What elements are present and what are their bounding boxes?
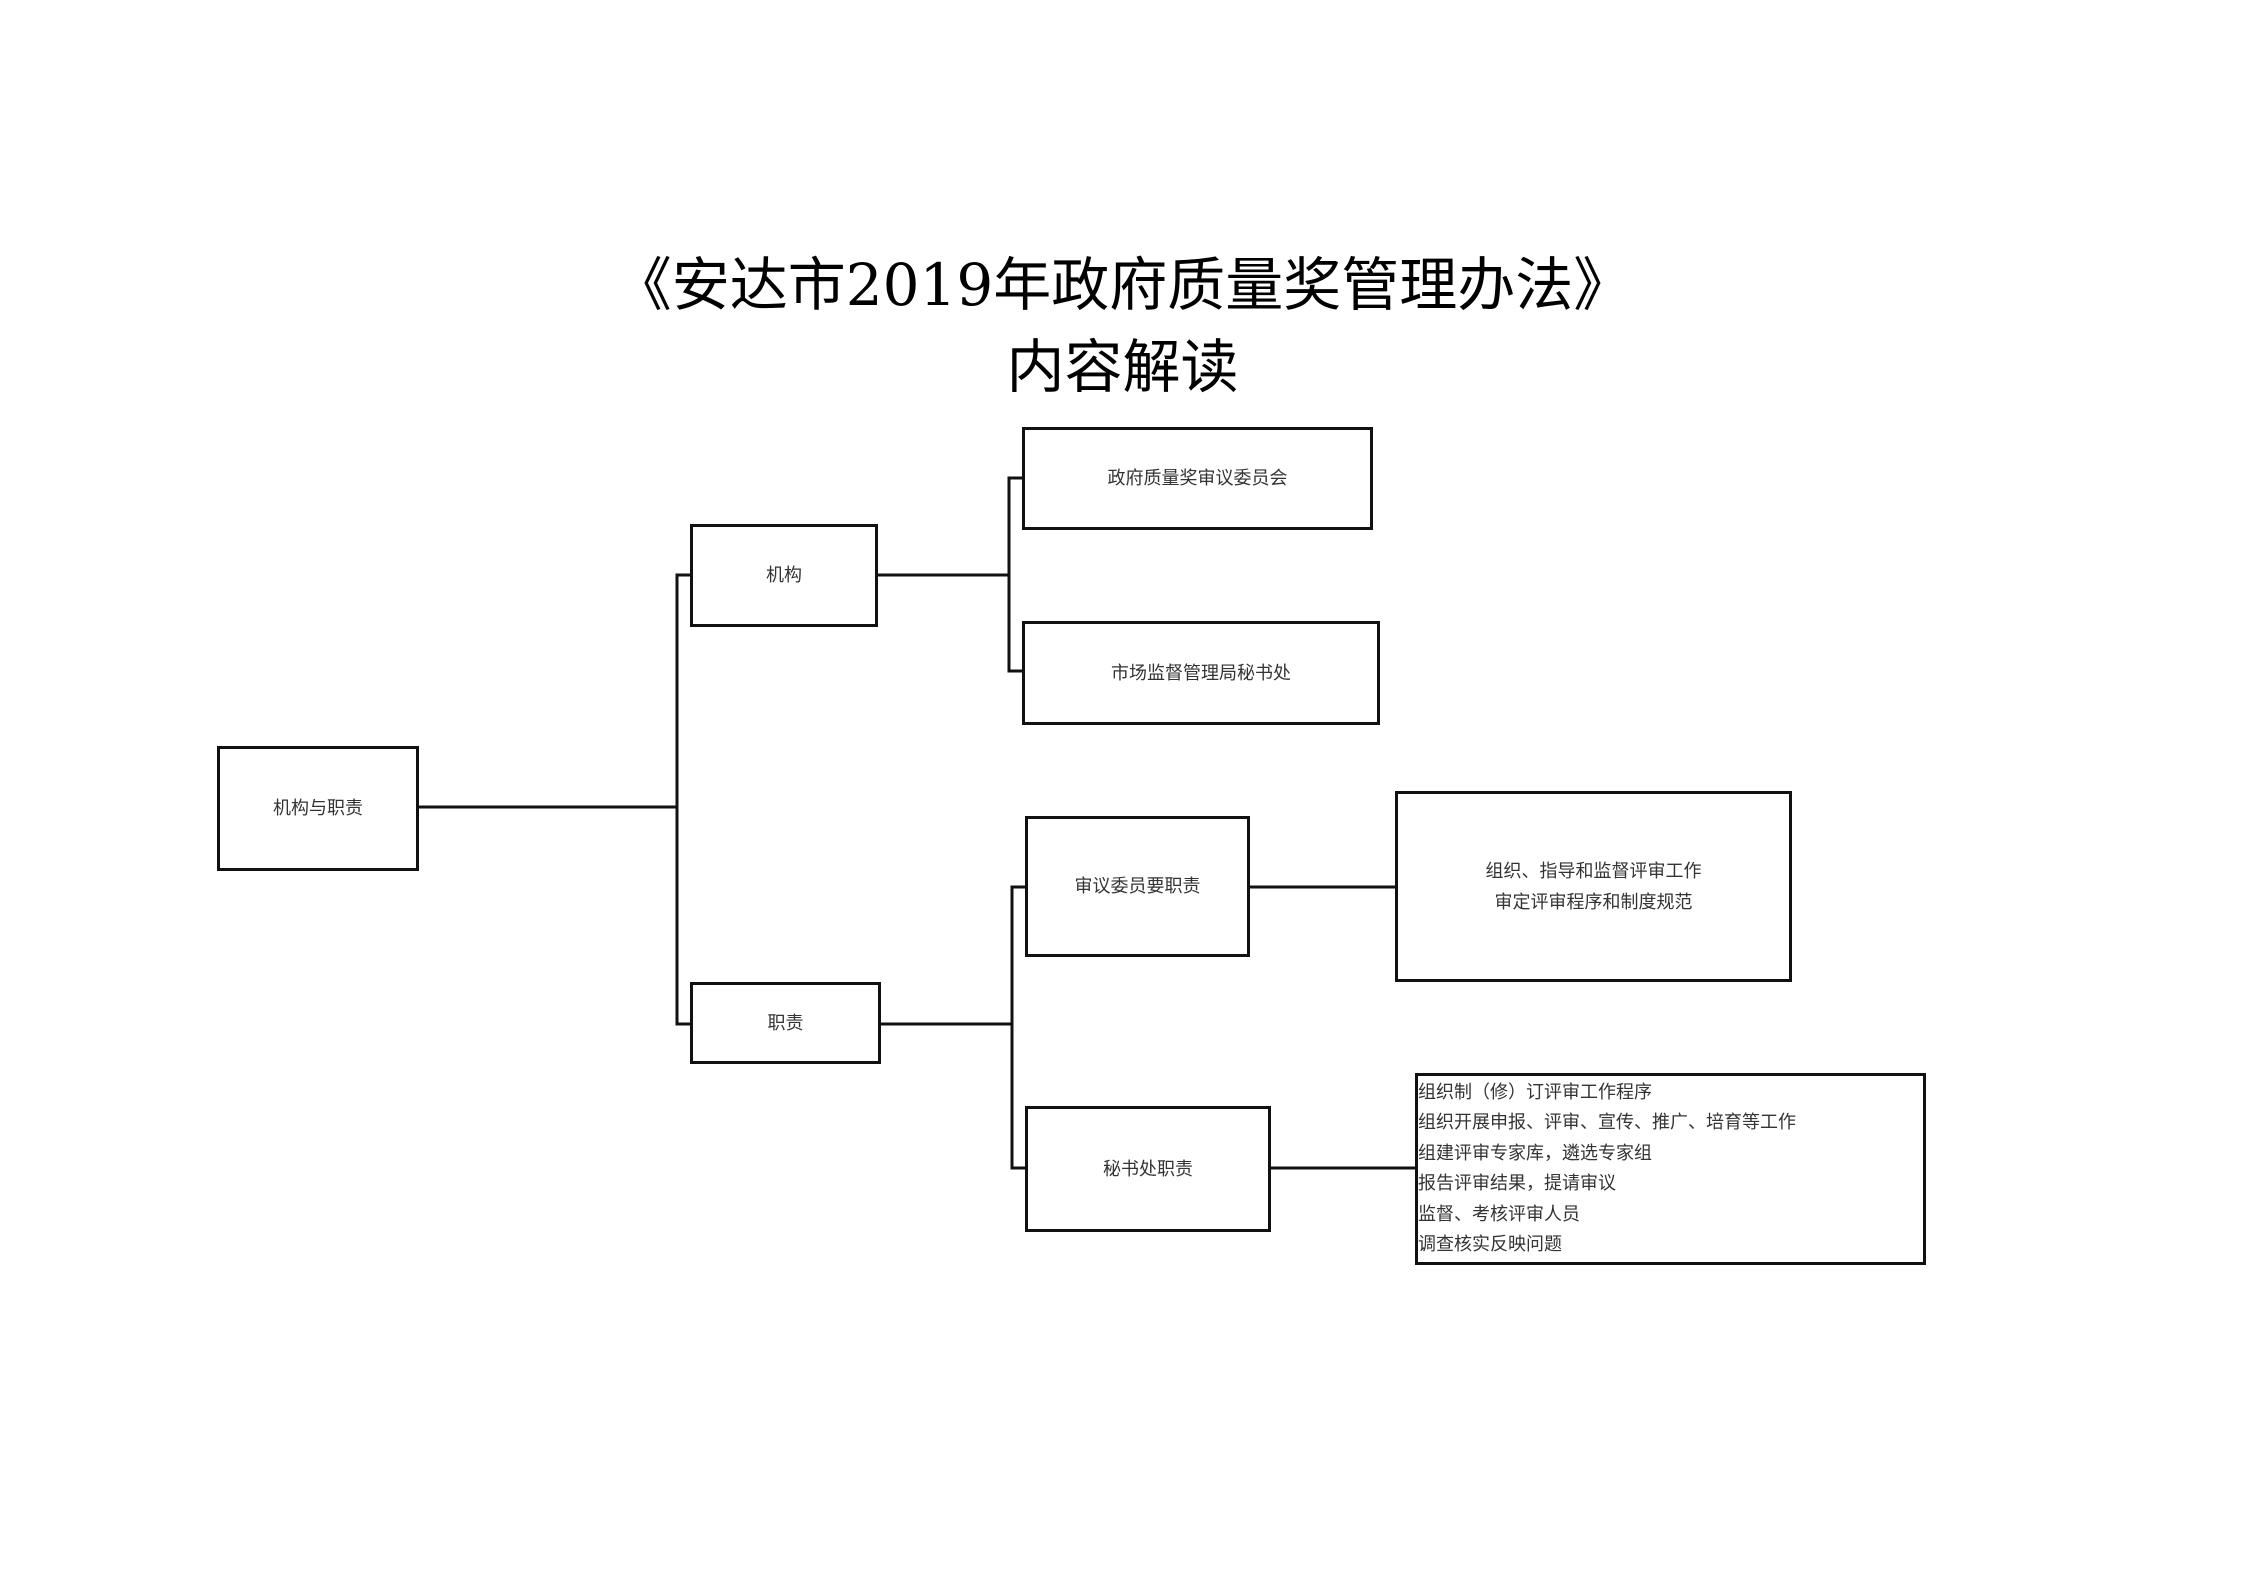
committee-item: 审定评审程序和制度规范 (1494, 891, 1693, 913)
duty-node: 职责 (690, 982, 881, 1064)
committee-duty-label: 审议委员要职责 (1074, 876, 1201, 897)
secretariat-duty-label: 秘书处职责 (1103, 1158, 1193, 1180)
org-node: 机构 (690, 524, 878, 627)
org-branch-bracket (1007, 476, 1022, 673)
duty-label: 职责 (767, 1012, 804, 1034)
secretariat-duty-node: 秘书处职责 (1025, 1106, 1271, 1232)
secretariat-item: 监督、考核评审人员 (1418, 1203, 1580, 1225)
secretariat-org-label: 市场监督管理局秘书处 (1111, 662, 1291, 684)
secretariat-item: 调查核实反映问题 (1418, 1234, 1562, 1255)
root-branch-bracket (675, 573, 690, 1026)
duty-branch-bracket (1010, 885, 1025, 1170)
title-line-2: 内容解读 (1006, 333, 1239, 401)
committee-org-label: 政府质量奖审议委员会 (1107, 468, 1288, 489)
committee-duty-node: 审议委员要职责 (1025, 816, 1250, 957)
root-node: 机构与职责 (217, 746, 419, 871)
secretariat-duty-items: 组织制（修）订评审工作程序 组织开展申报、评审、宣传、推广、培育等工作 组建评审… (1415, 1073, 1926, 1265)
committee-org-node: 政府质量奖审议委员会 (1022, 427, 1373, 530)
title-line-1: 《安达市2019年政府质量奖管理办法》 (613, 251, 1632, 319)
committee-duty-items: 组织、指导和监督评审工作 审定评审程序和制度规范 (1395, 791, 1792, 982)
secretariat-item: 组织开展申报、评审、宣传、推广、培育等工作 (1418, 1112, 1796, 1133)
committee-item: 组织、指导和监督评审工作 (1485, 860, 1702, 882)
secretariat-item: 组建评审专家库，遴选专家组 (1418, 1142, 1652, 1164)
secretariat-item: 组织制（修）订评审工作程序 (1418, 1081, 1652, 1103)
secretariat-org-node: 市场监督管理局秘书处 (1022, 621, 1380, 725)
root-label: 机构与职责 (273, 798, 363, 819)
secretariat-item: 报告评审结果，提请审议 (1418, 1173, 1616, 1194)
org-label: 机构 (766, 565, 802, 586)
